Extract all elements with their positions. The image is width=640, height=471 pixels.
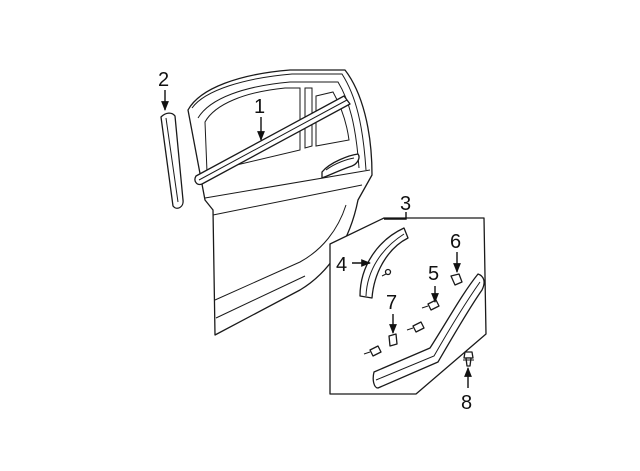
screw-lower-a: [406, 321, 425, 333]
callout-1: 1: [254, 96, 265, 118]
part-6-clip: [450, 273, 463, 286]
leader-lines: [161, 90, 472, 388]
rear-door: [187, 69, 373, 336]
callout-4: 4: [336, 254, 347, 276]
lower-door-molding: [372, 273, 485, 389]
screw-lower-b: [363, 345, 382, 357]
small-clip: [381, 268, 392, 277]
callout-7: 7: [386, 292, 397, 314]
callout-8: 8: [461, 392, 472, 414]
part-2-pillar-applique: [160, 112, 184, 209]
part-7-pad: [388, 333, 398, 347]
callout-5: 5: [428, 263, 439, 285]
part-4-wheel-molding: [359, 227, 409, 299]
callout-6: 6: [450, 231, 461, 253]
callout-3: 3: [400, 193, 411, 215]
part-8-fastener: [463, 351, 474, 367]
callout-2: 2: [158, 69, 169, 91]
part-1-belt-molding: [194, 95, 351, 186]
